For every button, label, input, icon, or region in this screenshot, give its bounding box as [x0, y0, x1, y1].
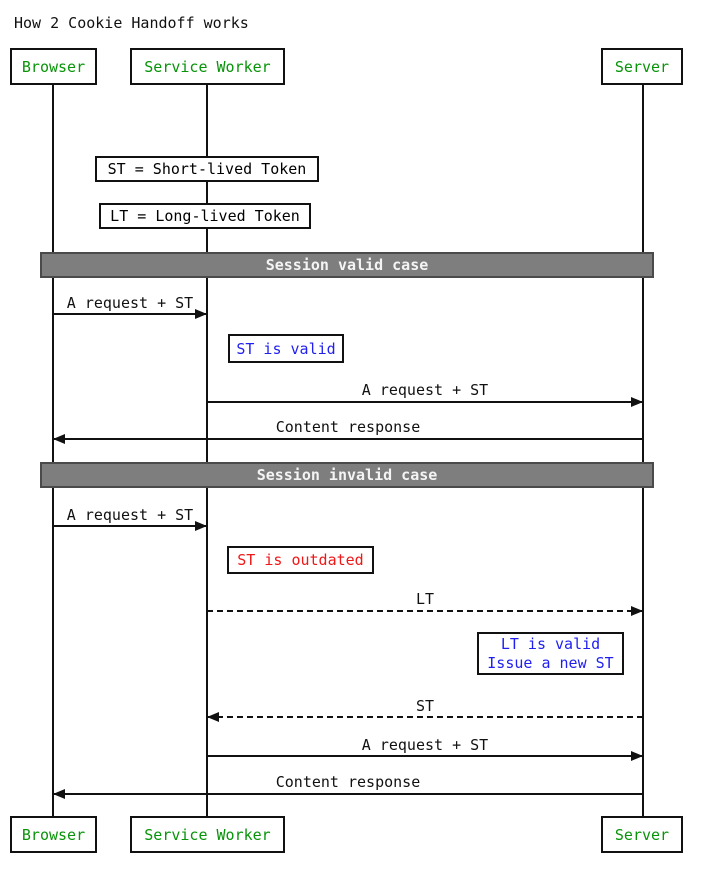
message-label: A request + ST	[361, 381, 489, 399]
message-line-dashed	[207, 610, 643, 612]
message-line	[207, 755, 643, 757]
note-line-1: LT is valid	[500, 634, 601, 653]
diagram-title: How 2 Cookie Handoff works	[14, 14, 249, 32]
participant-browser-top: Browser	[10, 48, 97, 85]
message-label: A request + ST	[361, 736, 489, 754]
lifeline-service-worker	[206, 85, 208, 816]
message-label: Content response	[275, 418, 421, 436]
lifeline-server	[642, 85, 644, 816]
arrowhead-right-icon	[631, 606, 643, 616]
lifeline-browser	[52, 85, 54, 816]
message-line	[53, 313, 207, 315]
message-label: ST	[415, 697, 435, 715]
arrowhead-right-icon	[631, 751, 643, 761]
message-line-dashed	[207, 716, 643, 718]
note-line-2: Issue a new ST	[487, 653, 614, 672]
participant-browser-bottom: Browser	[10, 816, 97, 853]
note-st-is-valid: ST is valid	[228, 334, 344, 363]
message-line	[207, 401, 643, 403]
note-short-lived-token: ST = Short-lived Token	[95, 156, 319, 182]
message-label: LT	[415, 590, 435, 608]
message-label: Content response	[275, 773, 421, 791]
note-long-lived-token: LT = Long-lived Token	[99, 203, 311, 229]
message-label: A request + ST	[66, 294, 194, 312]
note-st-is-outdated: ST is outdated	[227, 546, 374, 574]
arrowhead-right-icon	[195, 309, 207, 319]
participant-service-worker-bottom: Service Worker	[130, 816, 285, 853]
arrowhead-left-icon	[207, 712, 219, 722]
participant-service-worker-top: Service Worker	[130, 48, 285, 85]
message-line	[53, 525, 207, 527]
message-line	[53, 793, 643, 795]
message-label: A request + ST	[66, 506, 194, 524]
arrowhead-left-icon	[53, 789, 65, 799]
section-valid-case: Session valid case	[40, 252, 654, 278]
arrowhead-right-icon	[631, 397, 643, 407]
arrowhead-left-icon	[53, 434, 65, 444]
participant-server-top: Server	[601, 48, 683, 85]
arrowhead-right-icon	[195, 521, 207, 531]
message-line	[53, 438, 643, 440]
participant-server-bottom: Server	[601, 816, 683, 853]
section-invalid-case: Session invalid case	[40, 462, 654, 488]
note-lt-is-valid: LT is valid Issue a new ST	[477, 632, 624, 675]
